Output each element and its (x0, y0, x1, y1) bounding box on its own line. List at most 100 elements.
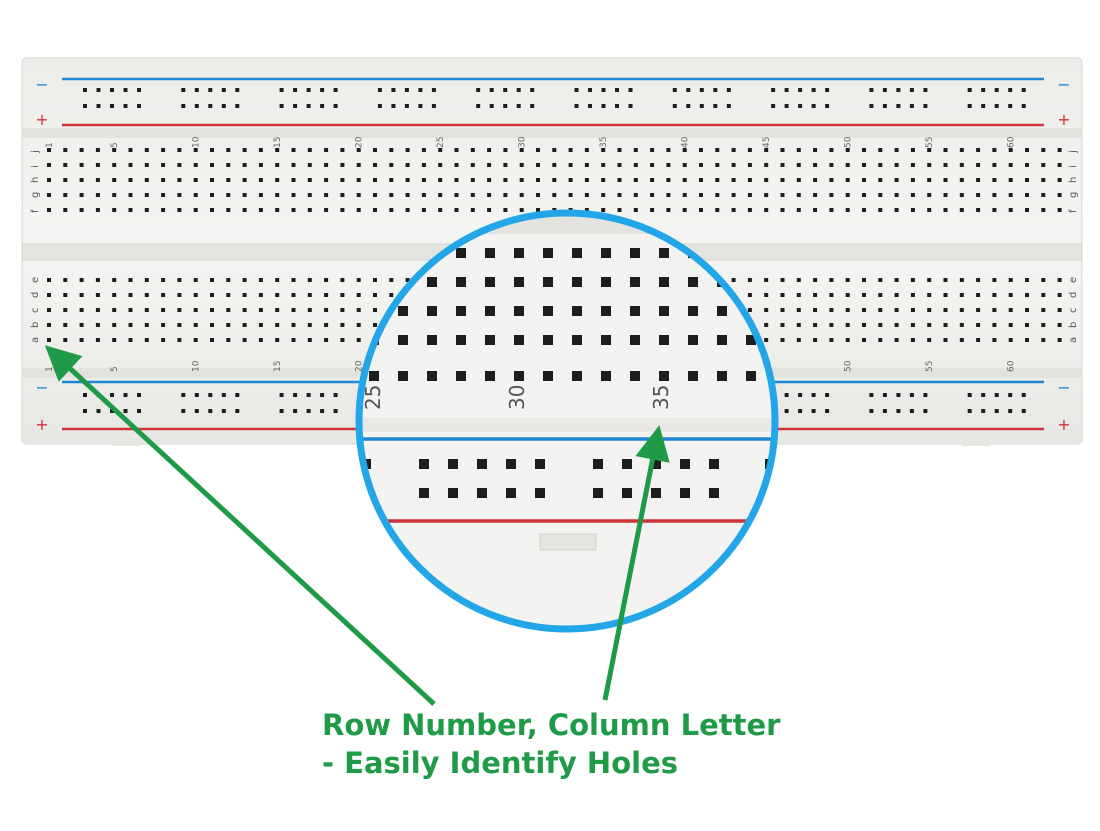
zoom-terminal-hole (543, 277, 553, 287)
rail-hole (825, 409, 830, 413)
terminal-hole (275, 293, 280, 297)
rail-hole (1008, 409, 1013, 413)
terminal-hole (699, 148, 703, 152)
terminal-hole (438, 178, 443, 182)
terminal-hole (258, 293, 263, 297)
zoom-terminal-hole (543, 248, 553, 258)
terminal-hole (47, 193, 51, 197)
terminal-hole (226, 193, 231, 197)
terminal-hole (487, 163, 492, 167)
zoom-terminal-hole (746, 371, 756, 381)
rail-hole (981, 104, 986, 108)
terminal-hole (764, 308, 769, 312)
terminal-hole (780, 163, 785, 167)
rail-hole (110, 409, 114, 413)
terminal-hole (1008, 293, 1013, 297)
terminal-hole (307, 338, 312, 342)
terminal-hole (324, 163, 329, 167)
terminal-hole (910, 208, 915, 212)
terminal-hole (193, 208, 198, 212)
terminal-hole (177, 308, 182, 312)
terminal-hole (633, 178, 638, 182)
terminal-hole (910, 163, 915, 167)
terminal-hole (568, 148, 573, 152)
terminal-hole (976, 163, 981, 167)
terminal-hole (128, 338, 133, 342)
terminal-hole (487, 178, 492, 182)
terminal-hole (503, 163, 508, 167)
zoom-rail-hole (622, 459, 632, 469)
rail-hole (1008, 88, 1013, 92)
zoom-terminal-hole (717, 306, 727, 316)
terminal-hole (438, 148, 443, 152)
terminal-hole (144, 193, 149, 197)
terminal-hole (959, 163, 964, 167)
terminal-hole (144, 163, 149, 167)
zoom-column-number: 30 (505, 385, 529, 410)
terminal-hole (943, 208, 948, 212)
zoom-ring (355, 209, 779, 633)
terminal-hole (1008, 323, 1013, 327)
terminal-hole (796, 208, 801, 212)
rail-hole (235, 88, 240, 92)
terminal-hole (845, 193, 850, 197)
terminal-hole (356, 293, 361, 297)
terminal-hole (1008, 278, 1013, 282)
rail-hole (896, 393, 901, 397)
rail-hole (909, 88, 914, 92)
zoom-terminal-hole (485, 306, 495, 316)
terminal-hole (177, 148, 182, 152)
terminal-hole (601, 163, 606, 167)
terminal-hole (95, 178, 100, 182)
rail-hole (869, 393, 874, 397)
terminal-hole (340, 278, 345, 282)
terminal-hole (552, 163, 557, 167)
terminal-hole (63, 148, 68, 152)
rail-hole (306, 393, 311, 397)
terminal-hole (682, 163, 687, 167)
rail-hole (489, 88, 494, 92)
terminal-hole (764, 163, 769, 167)
zoom-terminal-hole (717, 335, 727, 345)
terminal-hole (405, 278, 410, 282)
terminal-hole (470, 208, 475, 212)
zoom-rail-hole (506, 488, 516, 498)
terminal-hole (258, 193, 263, 197)
rail-hole (279, 104, 284, 108)
terminal-hole (943, 338, 948, 342)
zoom-terminal-hole (601, 248, 611, 258)
terminal-hole (258, 148, 263, 152)
terminal-hole (976, 293, 981, 297)
terminal-hole (927, 293, 932, 297)
terminal-hole (144, 178, 149, 182)
terminal-hole (1008, 193, 1013, 197)
rail-hole (798, 393, 803, 397)
terminal-hole (144, 338, 149, 342)
terminal-hole (633, 208, 638, 212)
terminal-hole (519, 193, 524, 197)
rail-hole (306, 409, 311, 413)
zoom-rail-hole (448, 459, 458, 469)
terminal-hole (878, 308, 883, 312)
terminal-hole (373, 308, 377, 312)
terminal-hole (829, 338, 834, 342)
rail-hole (672, 88, 677, 92)
rail-hole (391, 88, 396, 92)
terminal-hole (699, 193, 703, 197)
rail-hole (194, 409, 199, 413)
row-letter: j (1068, 150, 1079, 154)
terminal-hole (324, 148, 329, 152)
rail-hole (784, 409, 789, 413)
terminal-hole (324, 338, 329, 342)
terminal-hole (927, 323, 932, 327)
terminal-hole (487, 208, 492, 212)
terminal-hole (1041, 193, 1046, 197)
terminal-hole (959, 293, 964, 297)
terminal-hole (845, 163, 850, 167)
terminal-hole (63, 308, 68, 312)
zoom-rail-hole (680, 459, 690, 469)
terminal-hole (976, 208, 981, 212)
terminal-hole (910, 193, 915, 197)
terminal-hole (128, 208, 133, 212)
row-letter: h (1068, 177, 1079, 183)
